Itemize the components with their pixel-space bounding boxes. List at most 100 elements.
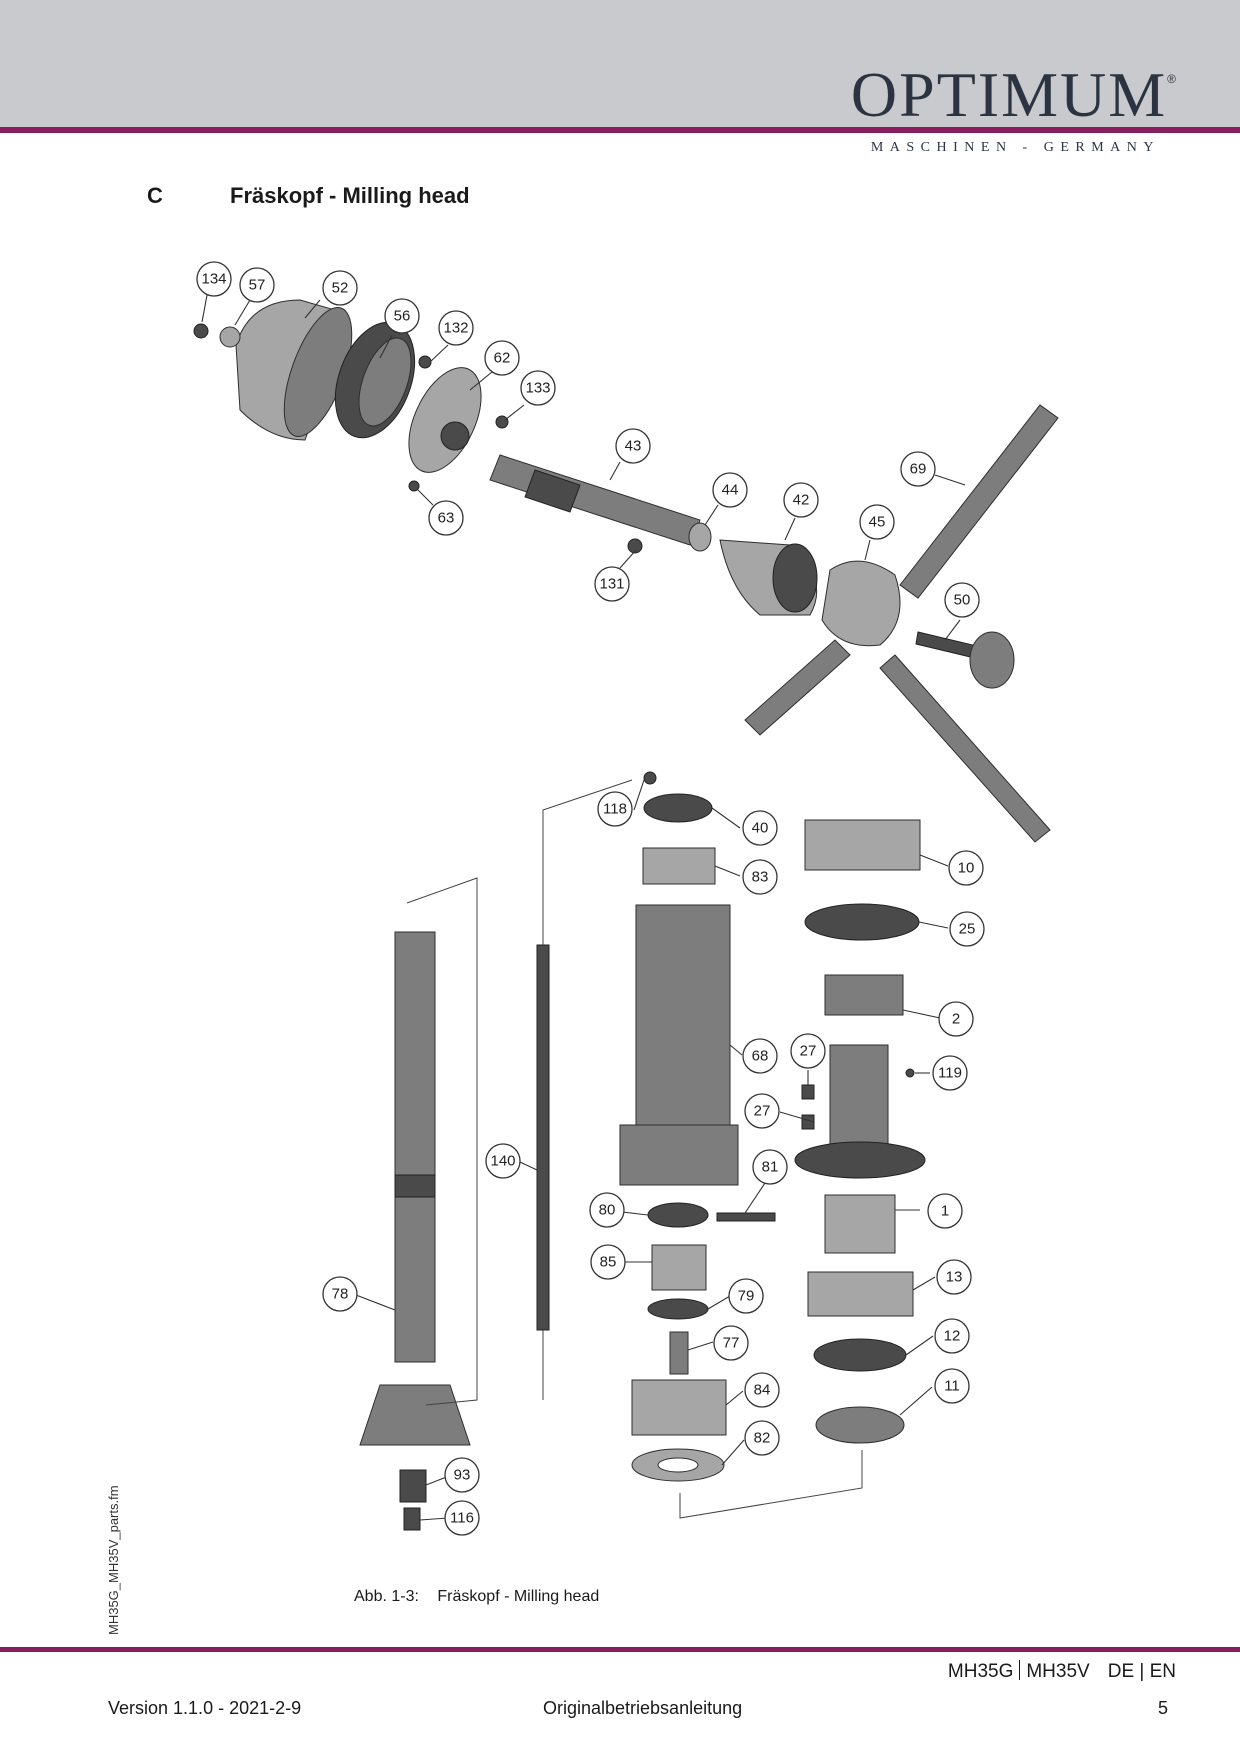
svg-text:63: 63 (438, 510, 455, 527)
callout-27a: 27 (790, 1033, 826, 1069)
svg-text:43: 43 (625, 438, 642, 455)
svg-text:116: 116 (450, 1510, 474, 1527)
part-69-handle-right (879, 654, 1051, 843)
footer-model-a: MH35G (947, 1661, 1014, 1682)
svg-text:82: 82 (754, 1430, 771, 1447)
callout-140: 140 (485, 1143, 521, 1179)
part-11-circlip (815, 1406, 905, 1444)
part-132-pin (418, 355, 432, 369)
part-85-spring (651, 1244, 707, 1291)
part-140-rod (536, 944, 550, 1331)
callout-134: 134 (196, 261, 232, 297)
svg-text:50: 50 (954, 592, 971, 609)
callout-78: 78 (322, 1276, 358, 1312)
callout-40: 40 (742, 810, 778, 846)
footer-document-type: Originalbetriebsanleitung (543, 1698, 743, 1718)
part-1-hub (824, 1194, 896, 1254)
part-27-key-a (801, 1084, 815, 1100)
svg-text:132: 132 (443, 320, 468, 337)
upper-assembly (193, 299, 1059, 843)
part-133-screw (495, 415, 509, 429)
callouts: 134 57 52 56 132 62 133 43 63 44 42 45 6… (196, 261, 985, 1536)
svg-text:81: 81 (762, 1159, 779, 1176)
part-118-screw (643, 771, 657, 785)
svg-text:85: 85 (600, 1254, 617, 1271)
callout-57: 57 (239, 267, 275, 303)
svg-text:2: 2 (952, 1011, 960, 1028)
svg-text:44: 44 (722, 482, 739, 499)
section-title: Fräskopf - Milling head (230, 183, 470, 208)
callout-50: 50 (944, 582, 980, 618)
bracket-shaft-78 (406, 877, 478, 1406)
svg-text:27: 27 (800, 1043, 817, 1060)
svg-text:52: 52 (332, 280, 349, 297)
callout-56: 56 (384, 298, 420, 334)
part-77-sleeve (669, 1331, 689, 1375)
part-93-key (399, 1469, 427, 1503)
svg-text:40: 40 (752, 820, 769, 837)
svg-text:27: 27 (754, 1103, 771, 1120)
footer-rule (0, 1647, 1240, 1652)
callout-77: 77 (713, 1325, 749, 1361)
bracket-bottom (679, 1450, 863, 1519)
part-68-quill-base (619, 1124, 739, 1186)
callout-45: 45 (859, 504, 895, 540)
part-50-knob (969, 631, 1015, 689)
callout-25: 25 (949, 911, 985, 947)
svg-text:68: 68 (752, 1048, 769, 1065)
svg-text:10: 10 (958, 860, 975, 877)
footer-page-number: 5 (1158, 1698, 1169, 1718)
part-40-nut (643, 793, 713, 823)
part-42-bore (772, 543, 818, 613)
callout-118: 118 (597, 791, 633, 827)
footer-model: MH35G MH35V DE | EN (948, 1660, 1176, 1683)
leader-lines (201, 289, 966, 1521)
part-83-bearing (642, 847, 716, 885)
callout-80: 80 (589, 1192, 625, 1228)
callout-11: 11 (934, 1368, 970, 1404)
callout-68: 68 (742, 1038, 778, 1074)
part-63-pin (408, 480, 420, 492)
logo-text: OPTIMUM (850, 59, 1168, 130)
callout-85: 85 (590, 1244, 626, 1280)
section-letter: C (147, 183, 163, 208)
part-25-gear (804, 903, 920, 941)
part-43-splines (524, 469, 581, 513)
footer-model-separator (1019, 1660, 1021, 1680)
svg-text:80: 80 (599, 1202, 616, 1219)
callout-93: 93 (444, 1457, 480, 1493)
part-10-bearing (804, 819, 921, 871)
svg-text:118: 118 (603, 801, 627, 818)
svg-text:133: 133 (525, 380, 550, 397)
callout-2: 2 (938, 1001, 974, 1037)
callout-83: 83 (742, 859, 778, 895)
svg-text:78: 78 (332, 1286, 349, 1303)
svg-text:140: 140 (490, 1153, 515, 1170)
part-13-bearing (807, 1271, 914, 1317)
figure-caption: Abb. 1-3: Fräskopf - Milling head (354, 1588, 599, 1606)
part-80-ring (647, 1202, 709, 1228)
part-69-handle-upper (899, 404, 1059, 599)
svg-text:1: 1 (941, 1203, 949, 1220)
part-43-shaft (489, 454, 701, 546)
footer-languages: DE | EN (1107, 1661, 1176, 1682)
callout-119: 119 (932, 1055, 968, 1091)
bracket-rod-140 (542, 779, 633, 945)
part-78-thread (394, 1174, 436, 1198)
part-1-shaft (829, 1044, 889, 1156)
callout-52: 52 (322, 270, 358, 306)
part-12-ring (813, 1338, 907, 1372)
callout-12: 12 (934, 1318, 970, 1354)
group-brackets (406, 779, 863, 1519)
svg-text:77: 77 (723, 1335, 740, 1352)
svg-text:11: 11 (944, 1378, 960, 1395)
svg-text:45: 45 (869, 514, 886, 531)
svg-text:69: 69 (910, 461, 927, 478)
part-116-screw (403, 1507, 421, 1531)
svg-text:13: 13 (946, 1269, 963, 1286)
part-68-quill (635, 904, 731, 1131)
part-119-screw (905, 1068, 915, 1078)
part-78-taper (359, 1384, 471, 1446)
footer-model-b: MH35V (1026, 1661, 1090, 1682)
